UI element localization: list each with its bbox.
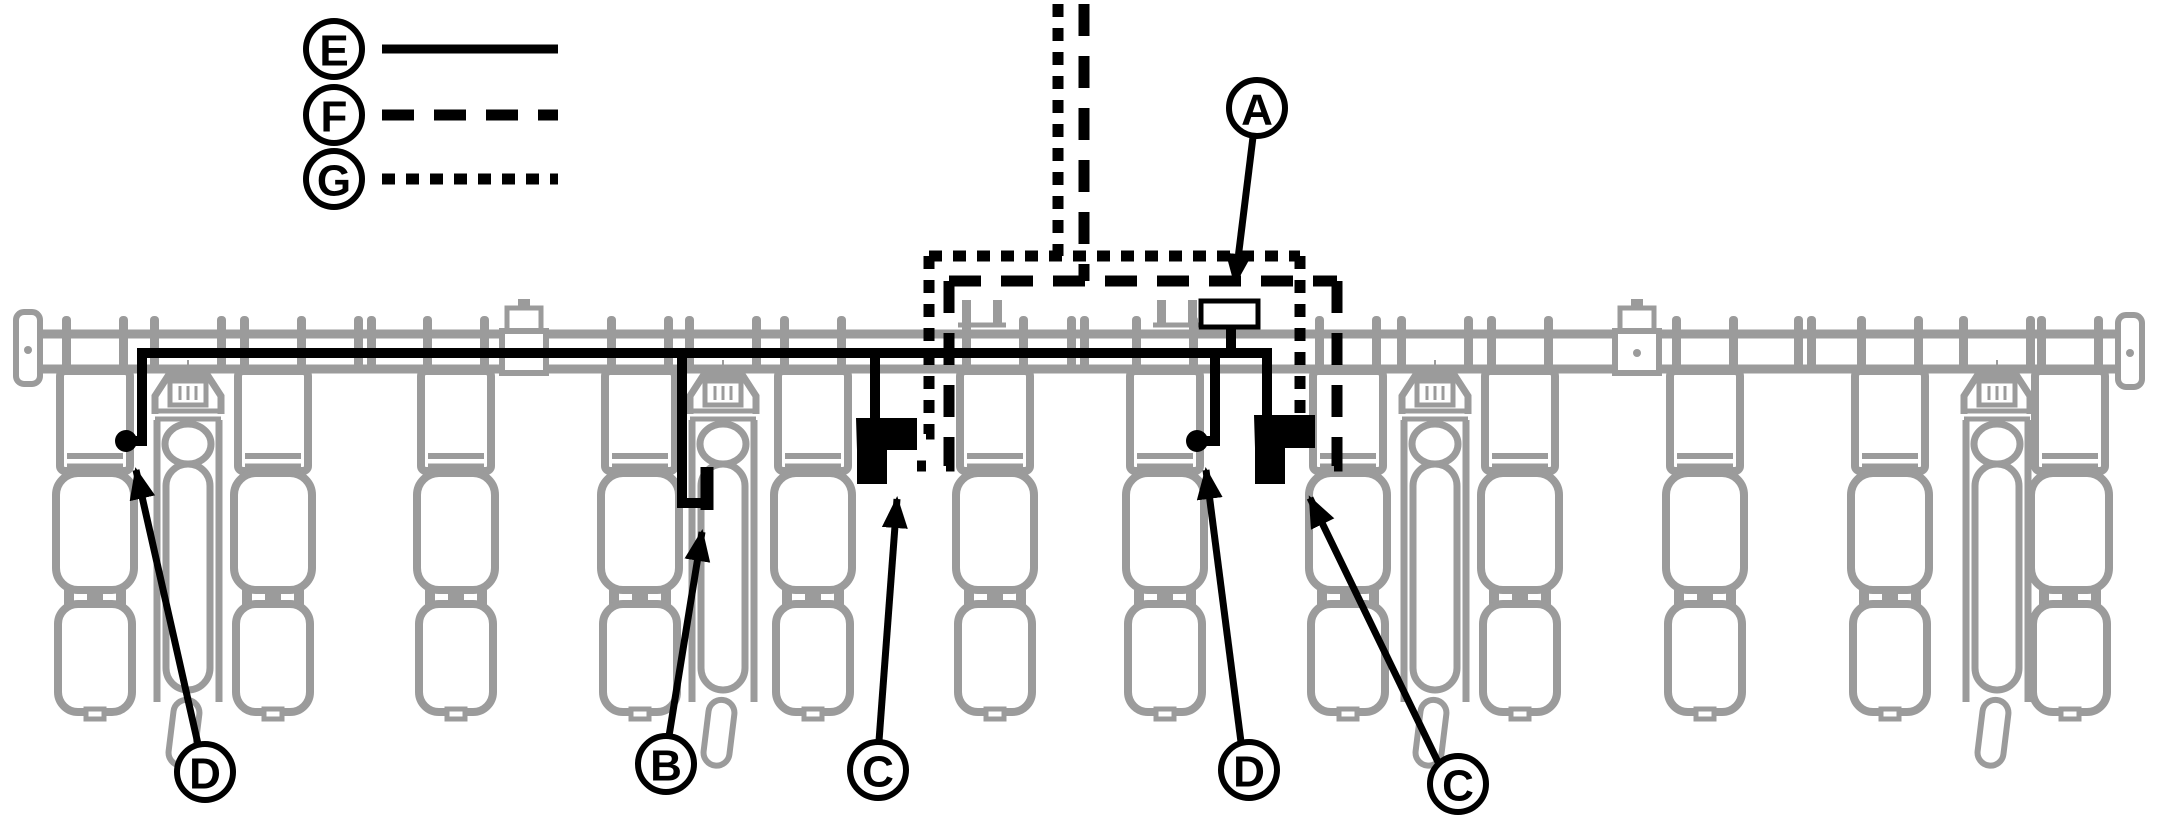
callout-b: B xyxy=(635,529,711,795)
empty-row-mount xyxy=(354,316,376,372)
branch-b xyxy=(677,353,705,508)
callout-d-left: D xyxy=(129,467,236,803)
callout-c-right-leader xyxy=(1306,495,1442,764)
callout-c-right-circle xyxy=(1427,753,1489,815)
legend-circle-e xyxy=(303,18,365,80)
machine-outline xyxy=(13,299,2145,767)
callout-a-circle xyxy=(1226,77,1288,139)
callout-d-left-leader xyxy=(129,467,202,745)
callout-d-left-circle xyxy=(174,741,236,803)
row-unit-simple xyxy=(417,316,495,719)
junction-dot-left xyxy=(115,430,137,452)
row-unit-simple xyxy=(1481,316,1559,719)
connector-block-right xyxy=(1254,415,1315,484)
row-unit-simple xyxy=(774,316,852,719)
row-units xyxy=(56,316,2109,767)
harness-dotted-g xyxy=(917,4,1306,440)
wing-bracket xyxy=(502,299,546,373)
harness-dashed-f xyxy=(917,4,1343,472)
controller-module xyxy=(1198,298,1261,330)
legend-item-dashed: F xyxy=(303,84,558,146)
wing-bracket xyxy=(1615,299,1659,373)
callout-b-label: B xyxy=(650,742,682,791)
callout-d-right-leader xyxy=(1196,467,1245,743)
center-mount xyxy=(1067,316,1089,372)
connector-block-left xyxy=(856,418,917,484)
legend: E F G xyxy=(303,18,558,210)
callout-c-left-circle xyxy=(847,739,909,801)
end-plate-pin xyxy=(24,346,32,354)
dotted-drop-left xyxy=(917,256,935,440)
row-unit-simple xyxy=(234,316,312,719)
legend-item-dotted: G xyxy=(303,148,558,210)
harness-solid-e xyxy=(115,298,1315,510)
row-unit-simple xyxy=(1666,316,1744,719)
callout-d-right: D xyxy=(1196,467,1280,801)
callout-a: A xyxy=(1225,77,1288,286)
row-unit-simple xyxy=(2031,316,2109,719)
callout-b-leader xyxy=(665,529,711,737)
row-unit-simple xyxy=(1126,316,1204,719)
row-unit-simple xyxy=(956,316,1034,719)
legend-label-f: F xyxy=(321,93,348,142)
row-unit-simple xyxy=(601,316,679,719)
callout-d-right-label: D xyxy=(1233,748,1265,797)
callouts: A B C D D C xyxy=(129,77,1489,815)
toolbar xyxy=(13,299,2145,390)
callout-c-left-leader xyxy=(875,496,908,742)
junction-dot-right xyxy=(1186,430,1208,452)
legend-label-e: E xyxy=(319,27,348,76)
callout-d-right-circle xyxy=(1218,739,1280,801)
dashed-drop-left xyxy=(917,281,955,472)
legend-circle-f xyxy=(303,84,365,146)
callout-b-circle xyxy=(635,733,697,795)
legend-item-solid: E xyxy=(303,18,558,80)
row-unit-simple xyxy=(1851,316,1929,719)
callout-a-label: A xyxy=(1241,86,1273,135)
callout-c-left: C xyxy=(847,496,909,801)
callout-c-right: C xyxy=(1306,495,1489,815)
legend-circle-g xyxy=(303,148,365,210)
callout-c-right-label: C xyxy=(1442,762,1474,811)
callout-a-leader xyxy=(1225,136,1257,286)
empty-row-mount xyxy=(1794,316,1816,372)
callout-d-left-label: D xyxy=(189,750,221,799)
dashed-drop-right xyxy=(1315,281,1343,472)
row-unit-meter xyxy=(1959,316,2035,767)
callout-c-left-label: C xyxy=(862,748,894,797)
row-unit-simple xyxy=(56,316,134,719)
end-plate-pin xyxy=(2126,349,2134,357)
legend-label-g: G xyxy=(317,157,351,206)
row-unit-meter xyxy=(685,316,761,767)
